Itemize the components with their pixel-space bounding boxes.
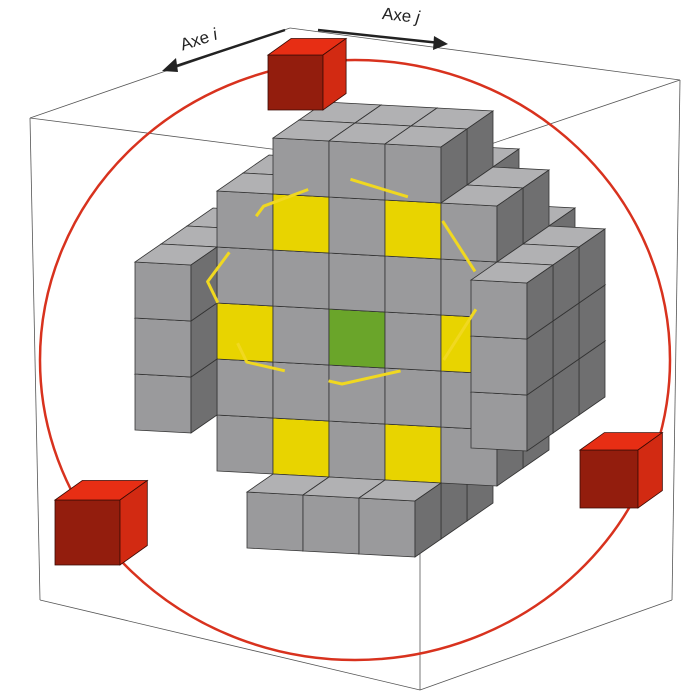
cube-front-face: [328, 196, 386, 257]
corner-cube-right: [578, 431, 664, 509]
cube-front-face: [272, 137, 330, 198]
bounding-box-edge: [419, 599, 673, 691]
cube-front-face: [134, 373, 192, 434]
cube-front-face: [328, 364, 386, 425]
cube-front-face: [384, 199, 442, 260]
axis-j-arrow: [317, 28, 441, 45]
corner-cube-face: [637, 431, 663, 509]
cube-front-face: [134, 261, 192, 322]
cube-front-face: [134, 317, 192, 378]
cube-front-face: [302, 494, 360, 555]
voxel: [383, 125, 469, 204]
corner-cube-face: [54, 499, 121, 566]
axis-i-arrowhead: [162, 58, 178, 72]
cube-front-face: [216, 190, 274, 251]
axis-j-arrowhead: [433, 36, 448, 50]
bounding-box-edge: [29, 117, 41, 601]
cube-front-face: [470, 391, 528, 452]
cube-front-face: [384, 143, 442, 204]
cube-front-face: [216, 302, 274, 363]
red-circle: [38, 58, 672, 662]
corner-cube-face: [267, 54, 324, 111]
corner-cube-front-left: [53, 479, 149, 566]
cube-front-face: [272, 305, 330, 366]
cube-front-face: [328, 308, 386, 369]
voxel: [357, 479, 443, 558]
cube-front-face: [384, 423, 442, 484]
cube-front-face: [470, 335, 528, 396]
cube-front-face: [272, 249, 330, 310]
cube-front-face: [384, 367, 442, 428]
cube-front-face: [216, 358, 274, 419]
voxel: [439, 184, 525, 263]
bounding-box-edge: [671, 79, 681, 601]
cube-front-face: [328, 252, 386, 313]
voxel: [469, 261, 555, 340]
cube-side-face: [190, 246, 218, 322]
bounding-box-edge: [289, 27, 681, 81]
corner-cube-top: [266, 37, 348, 111]
cube-front-face: [328, 140, 386, 201]
bounding-box-edge: [39, 599, 421, 691]
cube-front-face: [470, 279, 528, 340]
cube-front-face: [272, 417, 330, 478]
cube-front-face: [328, 420, 386, 481]
voxel: [133, 243, 219, 322]
cube-front-face: [384, 255, 442, 316]
axis-j-label: Axe j: [381, 4, 421, 27]
cube-front-face: [246, 491, 304, 552]
cube-front-face: [358, 497, 416, 558]
cube-side-face: [526, 264, 554, 340]
axis-i-arrow: [169, 28, 286, 70]
cube-side-face: [414, 482, 442, 558]
cube-front-face: [384, 311, 442, 372]
neighbor-ring-curve: [206, 175, 490, 386]
cube-front-face: [216, 414, 274, 475]
cube-front-face: [272, 193, 330, 254]
corner-cube-face: [579, 449, 639, 509]
corner-cube-face: [322, 37, 347, 111]
corner-cube-face: [119, 479, 148, 566]
